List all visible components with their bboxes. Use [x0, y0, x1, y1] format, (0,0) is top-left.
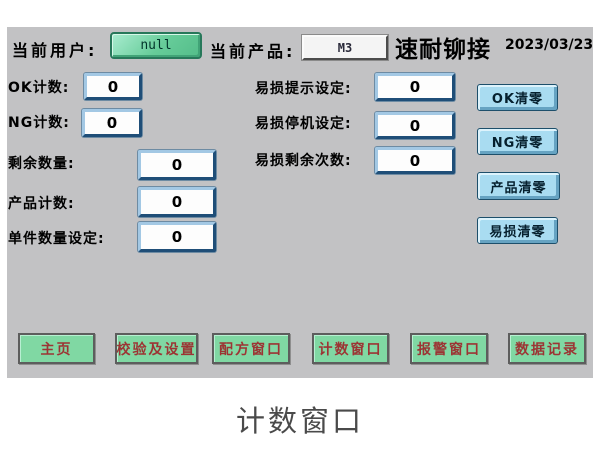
product-clear-button[interactable]: 产品清零 [477, 172, 560, 200]
wear-remaining-value: 0 [375, 147, 455, 174]
current-product-label: 当前产品: [210, 42, 296, 61]
current-user-button[interactable]: null [110, 32, 202, 59]
wear-warn-setting-value[interactable]: 0 [375, 73, 455, 101]
product-count-value: 0 [138, 187, 216, 217]
unit-qty-setting-value[interactable]: 0 [138, 222, 216, 252]
current-user-label: 当前用户: [12, 41, 98, 60]
brand-title: 速耐铆接 [395, 37, 491, 63]
ng-clear-button[interactable]: NG清零 [477, 128, 558, 155]
current-product-field[interactable]: M3 [302, 35, 388, 60]
ng-count-label: NG计数: [8, 115, 70, 131]
unit-qty-setting-label: 单件数量设定: [8, 231, 105, 247]
hmi-screen: 当前用户: null 当前产品: M3 速耐铆接 2023/03/23 OK计数… [7, 27, 593, 378]
nav-calibration-button[interactable]: 校验及设置 [115, 333, 198, 364]
nav-home-button[interactable]: 主页 [18, 333, 95, 364]
ok-count-label: OK计数: [8, 80, 70, 96]
remaining-qty-label: 剩余数量: [8, 156, 75, 172]
wear-clear-button[interactable]: 易损清零 [477, 217, 558, 244]
nav-recipe-button[interactable]: 配方窗口 [212, 333, 290, 364]
wear-warn-setting-label: 易损提示设定: [255, 81, 352, 97]
wear-stop-setting-value[interactable]: 0 [375, 112, 455, 139]
ok-clear-button[interactable]: OK清零 [477, 84, 558, 111]
screenshot-caption: 计数窗口 [235, 404, 364, 438]
nav-count-button[interactable]: 计数窗口 [312, 333, 389, 364]
product-count-label: 产品计数: [8, 196, 75, 212]
date-display: 2023/03/23 [505, 37, 594, 53]
nav-alarm-button[interactable]: 报警窗口 [410, 333, 488, 364]
ok-count-value: 0 [84, 73, 142, 100]
wear-remaining-label: 易损剩余次数: [255, 153, 352, 169]
wear-stop-setting-label: 易损停机设定: [255, 116, 352, 132]
nav-data-button[interactable]: 数据记录 [508, 333, 586, 364]
ng-count-value: 0 [82, 109, 142, 137]
remaining-qty-value: 0 [138, 150, 216, 180]
